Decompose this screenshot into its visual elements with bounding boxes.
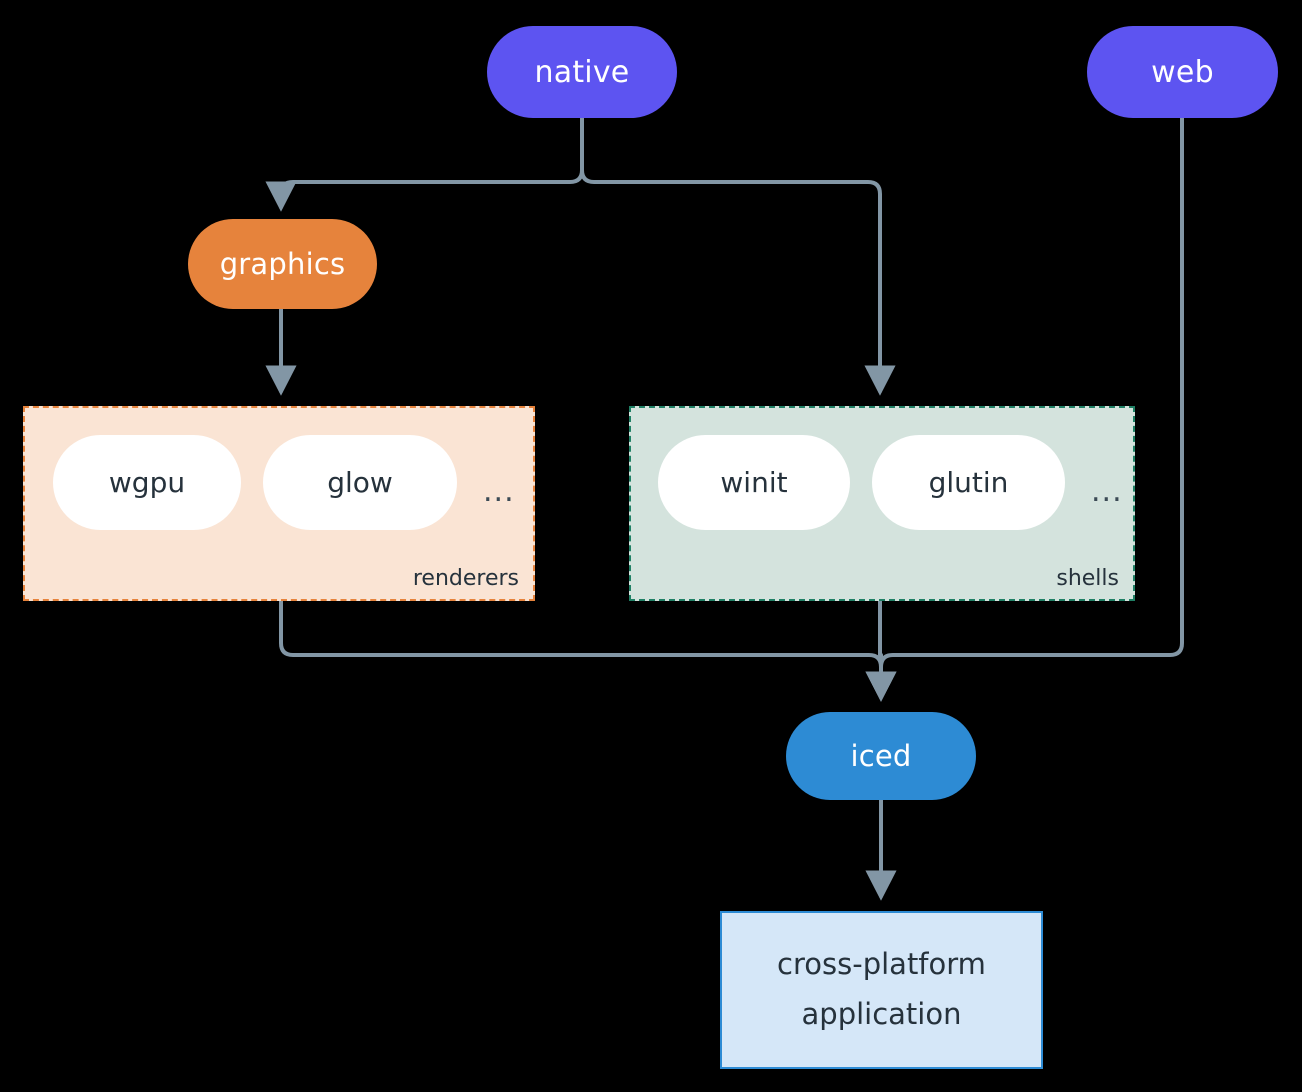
node-graphics[interactable]: graphics — [188, 219, 377, 309]
node-native-label: native — [534, 54, 630, 90]
group-shells: winit glutin ... shells — [629, 406, 1135, 601]
group-renderers: wgpu glow ... renderers — [23, 406, 535, 601]
node-glow-label: glow — [327, 466, 393, 499]
node-glutin-label: glutin — [928, 466, 1009, 499]
edge-native-to-graphics — [265, 116, 584, 212]
node-iced[interactable]: iced — [786, 712, 976, 800]
application-label-line2: application — [801, 997, 962, 1031]
node-glow[interactable]: glow — [263, 435, 457, 530]
node-wgpu[interactable]: wgpu — [53, 435, 241, 530]
node-web[interactable]: web — [1087, 26, 1278, 118]
edge-shells-to-iced — [865, 599, 897, 702]
node-web-label: web — [1151, 54, 1214, 90]
node-glutin[interactable]: glutin — [872, 435, 1065, 530]
node-native[interactable]: native — [487, 26, 677, 118]
node-winit-label: winit — [720, 466, 788, 499]
node-wgpu-label: wgpu — [108, 466, 186, 499]
edge-renderers-to-iced — [279, 599, 897, 702]
group-renderers-label: renderers — [412, 566, 519, 591]
shells-overflow-ellipsis: ... — [1091, 474, 1123, 509]
group-shells-label: shells — [1056, 566, 1119, 591]
application-label-line1: cross-platform — [777, 947, 986, 982]
node-graphics-label: graphics — [219, 247, 346, 281]
node-cross-platform-application[interactable]: cross-platform application — [720, 911, 1043, 1069]
node-iced-label: iced — [850, 739, 912, 773]
renderers-overflow-ellipsis: ... — [483, 474, 515, 509]
edge-native-to-shells — [580, 116, 896, 396]
node-winit[interactable]: winit — [658, 435, 850, 530]
